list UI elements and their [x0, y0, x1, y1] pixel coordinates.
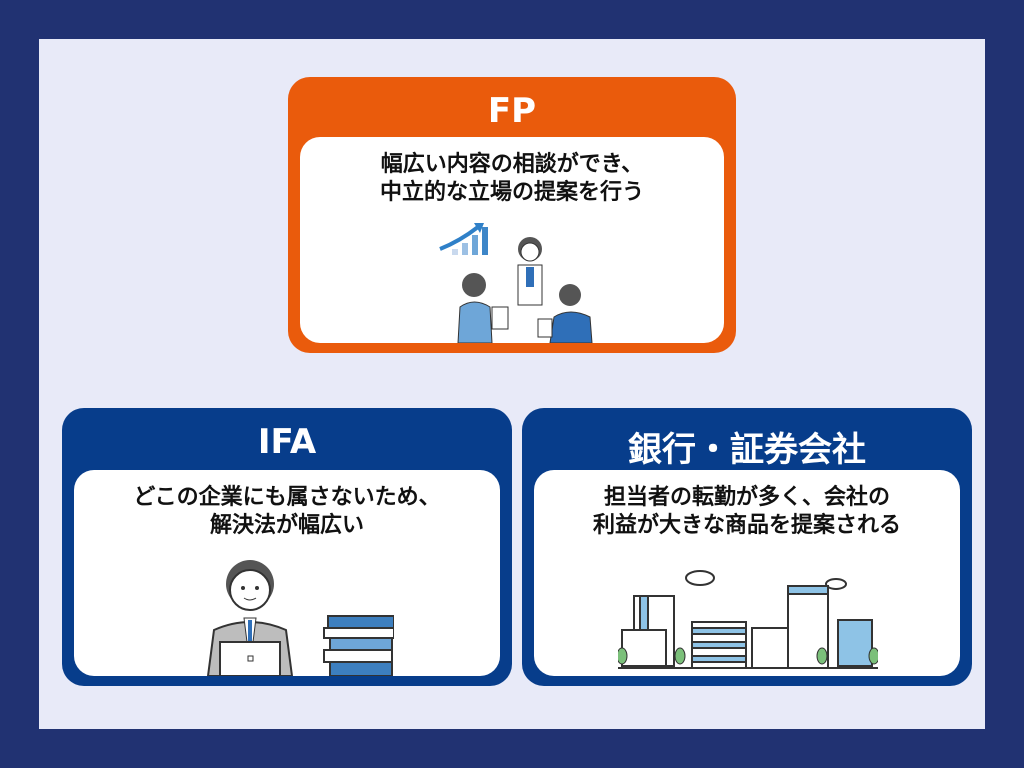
ifa-description: どこの企業にも属さないため、 解決法が幅広い [74, 484, 500, 540]
bank-desc-line-2: 利益が大きな商品を提案される [592, 513, 901, 538]
bank-securities-title: 銀行・証券会社 [628, 430, 866, 470]
fp-title: FP [487, 91, 537, 131]
city-buildings-illustration [618, 570, 878, 669]
fp-card: FP 幅広い内容の相談ができ、 中立的な立場の提案を行う [288, 77, 736, 353]
fp-content: 幅広い内容の相談ができ、 中立的な立場の提案を行う [300, 137, 724, 343]
ifa-desc-line-1: どこの企業にも属さないため、 [133, 485, 441, 510]
ifa-desc-line-2: 解決法が幅広い [209, 513, 364, 538]
advisor-illustration [206, 560, 394, 676]
ifa-title: IFA [257, 422, 317, 462]
fp-desc-line-2: 中立的な立場の提案を行う [379, 180, 644, 205]
bank-securities-content: 担当者の転勤が多く、会社の 利益が大きな商品を提案される [534, 470, 960, 676]
ifa-content: どこの企業にも属さないため、 解決法が幅広い [74, 470, 500, 676]
fp-desc-line-1: 幅広い内容の相談ができ、 [380, 152, 644, 177]
bank-desc-line-1: 担当者の転勤が多く、会社の [603, 485, 890, 510]
ifa-card: IFA どこの企業にも属さないため、 解決法が幅広い [62, 408, 512, 686]
consultation-meeting-illustration [439, 223, 593, 343]
bank-securities-description: 担当者の転勤が多く、会社の 利益が大きな商品を提案される [534, 484, 960, 540]
fp-description: 幅広い内容の相談ができ、 中立的な立場の提案を行う [300, 151, 724, 207]
bank-securities-card: 銀行・証券会社 担当者の転勤が多く、会社の 利益が大きな商品を提案される [522, 408, 972, 686]
